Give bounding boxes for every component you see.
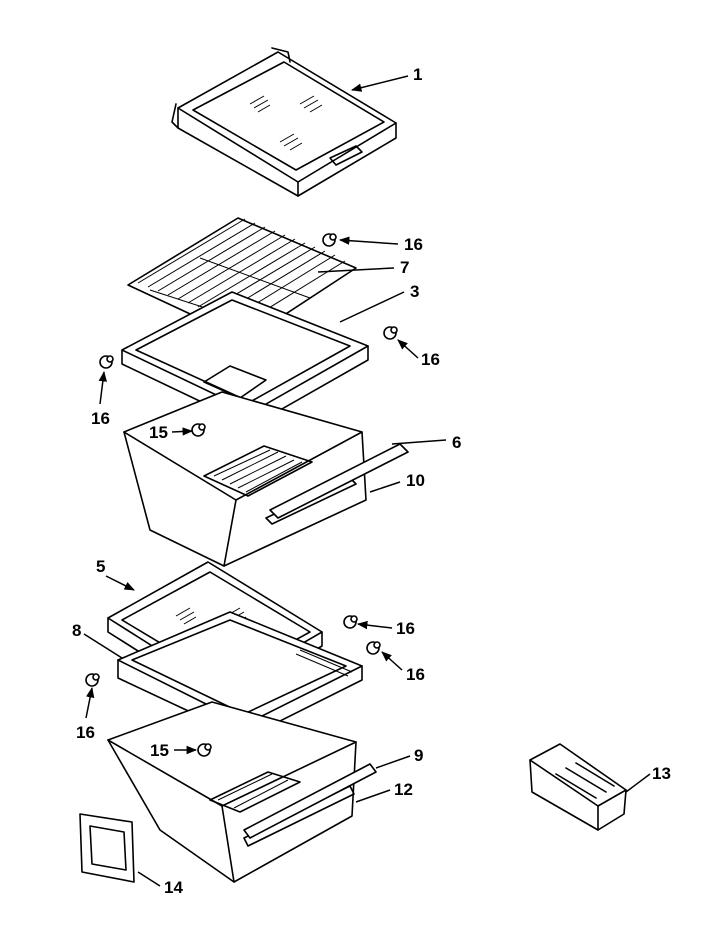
callout-14: 14	[164, 878, 183, 897]
callout-10: 10	[406, 471, 425, 490]
callout-9: 9	[414, 746, 423, 765]
callout-3: 3	[410, 282, 419, 301]
callout-12: 12	[394, 780, 413, 799]
callout-16c: 16	[91, 409, 110, 428]
callout-16b: 16	[421, 350, 440, 369]
leader-lines	[83, 75, 651, 887]
callout-16d: 16	[396, 619, 415, 638]
callout-13: 13	[652, 764, 671, 783]
callout-15a: 15	[149, 423, 168, 442]
part-13-bin	[529, 743, 627, 831]
callout-16e: 16	[406, 665, 425, 684]
callout-1: 1	[413, 65, 422, 84]
callout-6: 6	[452, 433, 461, 452]
part-9-rail	[243, 763, 377, 839]
part-14-label-plate	[79, 813, 135, 883]
callout-8: 8	[72, 621, 81, 640]
part-3-crisper-cover	[121, 291, 369, 427]
callout-15b: 15	[150, 741, 169, 760]
callout-16f: 16	[76, 723, 95, 742]
part-6-rail	[269, 443, 409, 519]
callout-16a: 16	[404, 235, 423, 254]
callout-labels: 1 16 7 3 16 16 15 6 10 5 16 8 16 16 15 9…	[72, 65, 671, 897]
part-1-glass-shelf	[171, 47, 397, 197]
callout-5: 5	[96, 557, 105, 576]
callout-7: 7	[400, 258, 409, 277]
clip-parts	[85, 233, 398, 757]
part-8-crisper-cover	[117, 611, 363, 739]
